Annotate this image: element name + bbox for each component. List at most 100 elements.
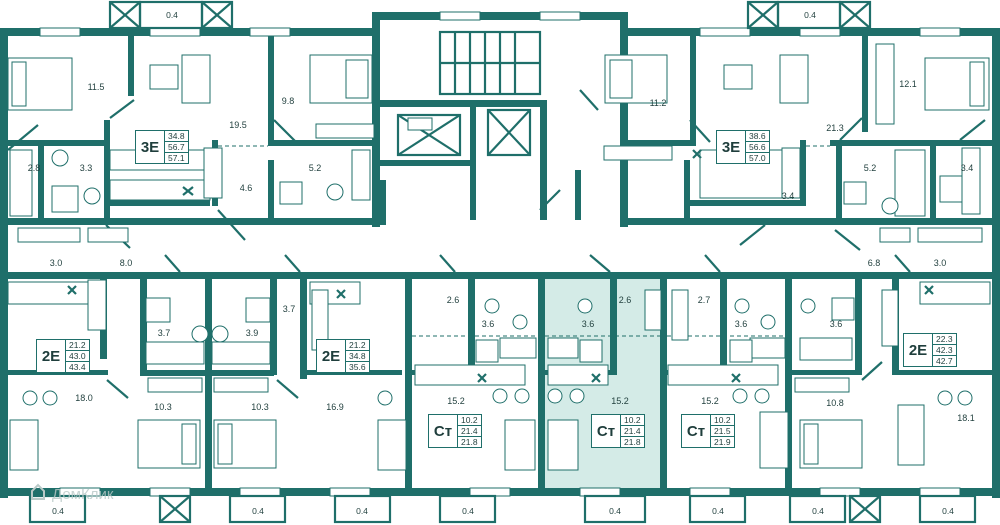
total-area: 21.5	[711, 426, 734, 437]
apartment-type: 2Е	[904, 334, 933, 366]
room-area-label: 15.2	[611, 396, 629, 406]
balconies	[28, 0, 977, 524]
room-area-label: 12.1	[899, 79, 917, 89]
room-area-label: 3.0	[933, 258, 947, 268]
living-area: 34.8	[165, 131, 188, 142]
living-area: 21.2	[66, 340, 89, 351]
room-area-label: 15.2	[701, 396, 719, 406]
balcony-area-label: 0.4	[804, 10, 816, 20]
cabinet-markers	[67, 149, 934, 383]
total-area-with-balcony: 21.8	[461, 437, 478, 447]
room-area-label: 10.3	[251, 402, 269, 412]
total-area-with-balcony: 57.0	[749, 153, 766, 163]
living-area: 10.2	[458, 415, 481, 426]
total-area: 21.4	[621, 426, 644, 437]
balcony-area-label: 0.4	[812, 506, 824, 516]
apartment-info-studio-1[interactable]: Ст 10.2 21.4 21.8	[428, 414, 482, 448]
room-area-label: 8.0	[119, 258, 133, 268]
living-area: 10.2	[711, 415, 734, 426]
room-area-label: 18.0	[75, 393, 93, 403]
apartment-type: Ст	[592, 415, 621, 447]
total-area-with-balcony: 21.9	[714, 437, 731, 447]
furniture-living	[9, 54, 973, 471]
door-swings	[7, 89, 986, 399]
total-area: 42.3	[933, 345, 956, 356]
kitchen-zones	[218, 145, 830, 337]
room-area-label: 16.9	[326, 402, 344, 412]
room-area-label: 2.6	[446, 295, 460, 305]
room-area-label: 3.7	[157, 328, 171, 338]
apartment-info-2e-left[interactable]: 2Е 21.2 43.0 43.4	[36, 339, 90, 373]
balcony-area-label: 0.4	[462, 506, 474, 516]
room-area-label: 2.8	[27, 163, 41, 173]
living-area: 22.3	[933, 334, 956, 345]
room-area-label: 3.9	[245, 328, 259, 338]
room-area-label: 15.2	[447, 396, 465, 406]
windows	[39, 11, 961, 497]
wardrobes	[9, 43, 983, 393]
room-area-label: 21.3	[826, 123, 844, 133]
total-area: 56.6	[746, 142, 769, 153]
total-area-with-balcony: 21.8	[624, 437, 641, 447]
room-area-label: 11.2	[649, 98, 667, 108]
room-area-label: 2.6	[618, 295, 632, 305]
balcony-area-label: 0.4	[609, 506, 621, 516]
house-logo-icon	[31, 483, 45, 500]
room-area-label: 5.2	[308, 163, 322, 173]
room-area-label: 3.3	[79, 163, 93, 173]
living-area: 10.2	[621, 415, 644, 426]
total-area: 56.7	[165, 142, 188, 153]
room-area-label: 3.0	[49, 258, 63, 268]
living-area: 21.2	[346, 340, 369, 351]
balcony-area-label: 0.4	[942, 506, 954, 516]
room-area-label: 18.1	[957, 413, 975, 423]
room-area-label: 3.6	[581, 319, 595, 329]
total-area: 34.8	[346, 351, 369, 362]
apartment-info-studio-2[interactable]: Ст 10.2 21.4 21.8	[591, 414, 645, 448]
room-area-label: 10.3	[154, 402, 172, 412]
total-area-with-balcony: 43.4	[69, 362, 86, 372]
room-area-label: 2.7	[697, 295, 711, 305]
room-area-label: 9.8	[281, 96, 295, 106]
apartment-info-3e-right[interactable]: 3Е 38.6 56.6 57.0	[716, 130, 770, 164]
furniture-beds	[7, 54, 990, 469]
apartment-type: 2Е	[317, 340, 346, 372]
room-area-label: 11.5	[87, 82, 105, 92]
room-area-label: 5.2	[863, 163, 877, 173]
total-area: 43.0	[66, 351, 89, 362]
kitchen-counters	[7, 149, 991, 386]
total-area-with-balcony: 35.6	[349, 362, 366, 372]
balcony-area-label: 0.4	[252, 506, 264, 516]
room-area-label: 4.6	[239, 183, 253, 193]
balcony-area-label: 0.4	[712, 506, 724, 516]
apartment-type: 3Е	[717, 131, 746, 163]
watermark-text: ДомКлик	[52, 486, 114, 503]
room-area-label: 3.7	[282, 304, 296, 314]
apartment-info-3e-left[interactable]: 3Е 34.8 56.7 57.1	[135, 130, 189, 164]
bath-fixtures	[51, 117, 967, 365]
room-area-label: 10.8	[826, 398, 844, 408]
total-area-with-balcony: 42.7	[936, 356, 953, 366]
total-area: 21.4	[458, 426, 481, 437]
room-area-label: 3.6	[829, 319, 843, 329]
room-area-label: 3.6	[481, 319, 495, 329]
room-area-label: 6.8	[867, 258, 881, 268]
apartment-type: Ст	[682, 415, 711, 447]
apartment-info-2e-right[interactable]: 2Е 22.3 42.3 42.7	[903, 333, 957, 367]
apartment-info-studio-3[interactable]: Ст 10.2 21.5 21.9	[681, 414, 735, 448]
balcony-area-label: 0.4	[52, 506, 64, 516]
total-area-with-balcony: 57.1	[168, 153, 185, 163]
room-area-label: 3.4	[781, 191, 795, 201]
apartment-info-2e-middle[interactable]: 2Е 21.2 34.8 35.6	[316, 339, 370, 373]
room-area-label: 19.5	[229, 120, 247, 130]
room-area-label: 3.4	[960, 163, 974, 173]
room-area-label: 3.6	[734, 319, 748, 329]
balcony-area-label: 0.4	[356, 506, 368, 516]
living-area: 38.6	[746, 131, 769, 142]
apartment-type: 3Е	[136, 131, 165, 163]
balcony-area-label: 0.4	[166, 10, 178, 20]
stair-core	[380, 30, 581, 225]
apartment-type: 2Е	[37, 340, 66, 372]
